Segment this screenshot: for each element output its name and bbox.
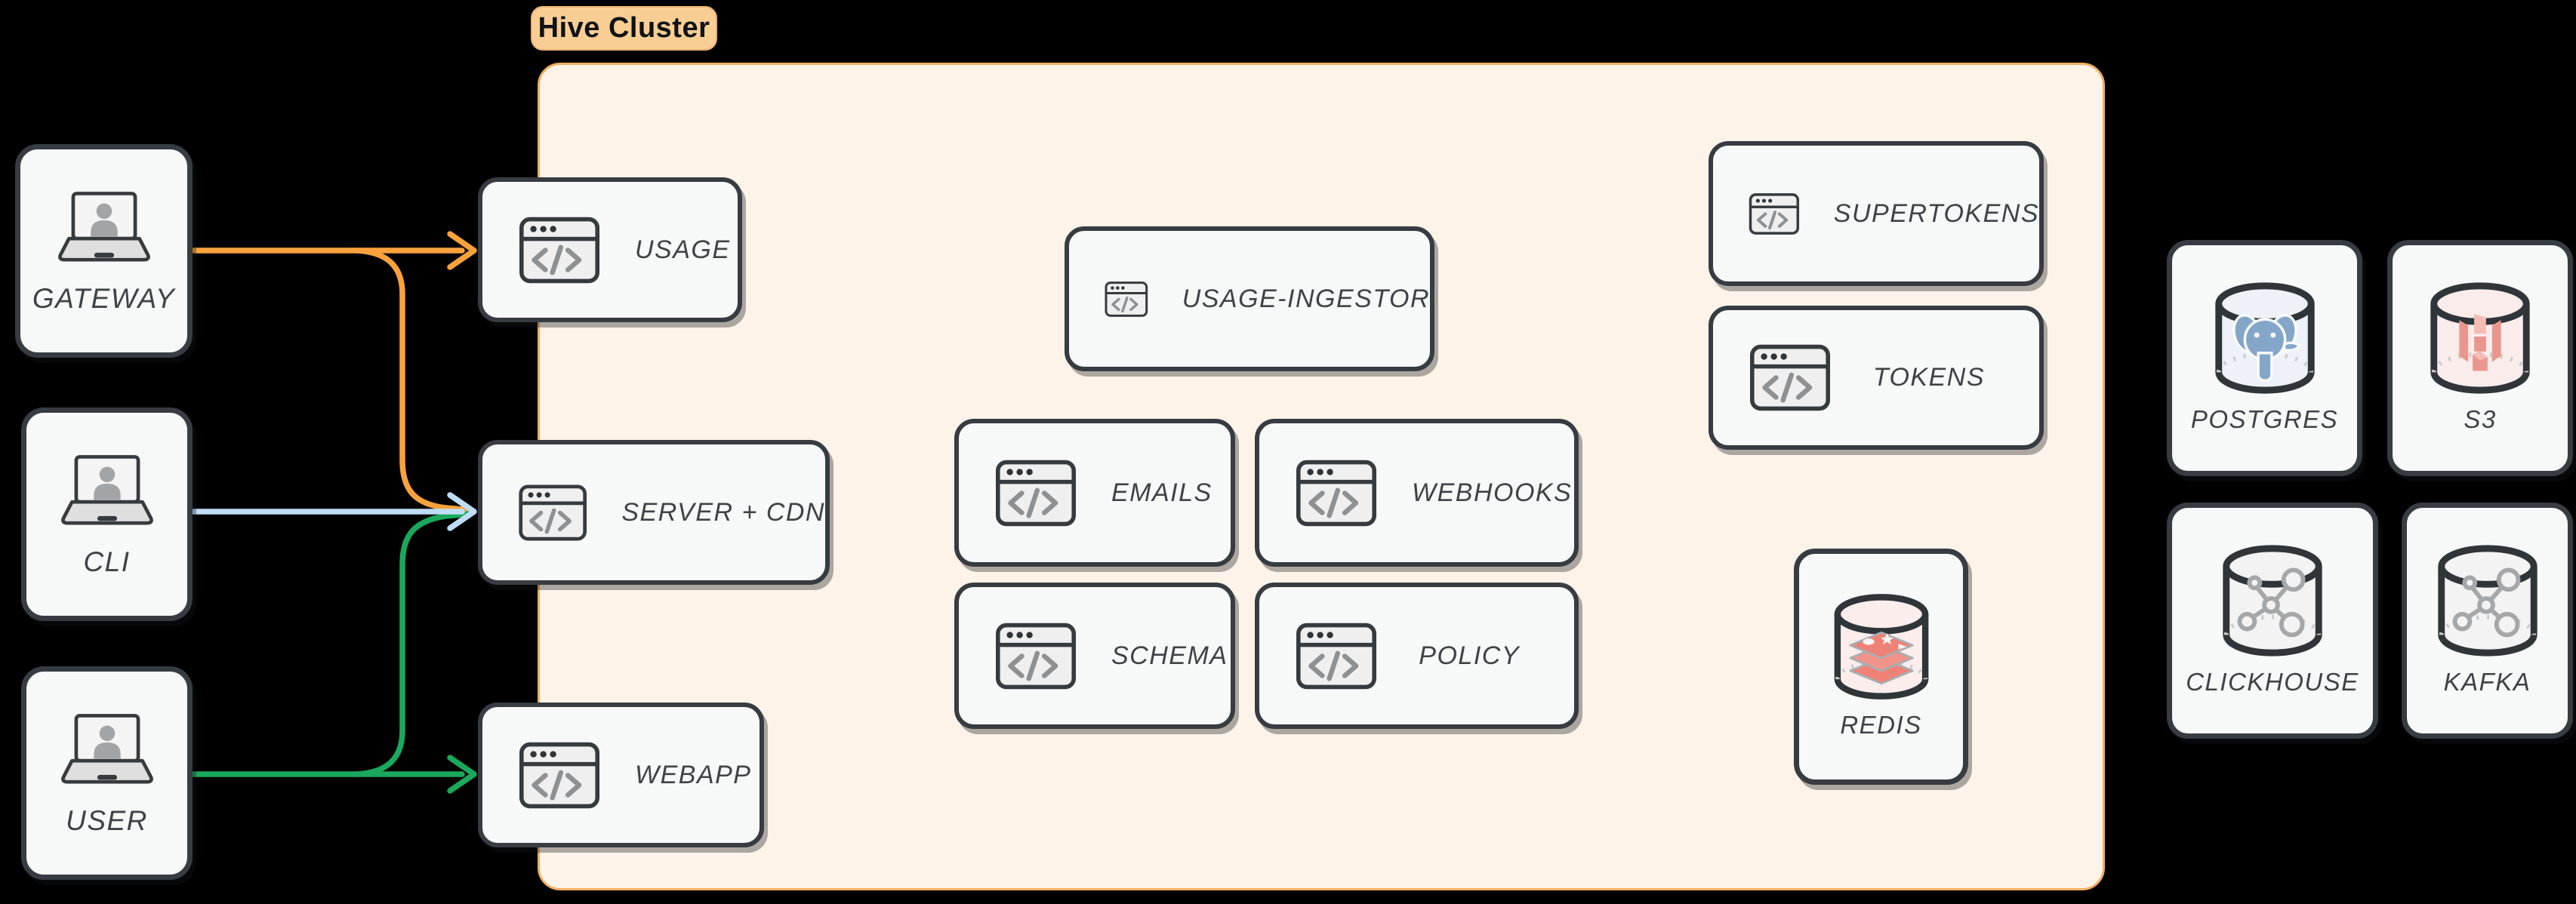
edge-cli-to-server-cdn <box>190 492 477 531</box>
node-webapp: WEBAPP <box>478 703 764 847</box>
hive-cluster-label: Hive Cluster <box>531 6 717 51</box>
code-window-icon <box>1748 179 1801 249</box>
code-window-icon <box>1104 264 1149 334</box>
node-usage-ingestor: USAGE-INGESTOR <box>1065 226 1434 371</box>
node-cli: CLI <box>21 407 193 621</box>
edge-gateway-to-server-cdn <box>353 248 474 513</box>
laptop-user-icon <box>51 710 164 795</box>
node-label: USER <box>66 804 148 836</box>
node-kafka: KAFKA <box>2402 503 2573 739</box>
node-usage: USAGE <box>478 177 742 322</box>
code-window-icon <box>994 458 1078 528</box>
node-label: SCHEMA <box>1111 641 1228 670</box>
node-server-cdn: SERVER + CDN <box>478 440 830 585</box>
redis-database-icon <box>1825 590 1938 703</box>
node-label: KAFKA <box>2443 667 2531 696</box>
kafka-database-icon <box>2428 541 2547 660</box>
node-tokens: TOKENS <box>1709 306 2044 450</box>
node-label: GATEWAY <box>32 282 176 314</box>
node-policy: POLICY <box>1255 583 1579 729</box>
node-label: POLICY <box>1419 641 1520 670</box>
node-label: SERVER + CDN <box>621 497 825 527</box>
node-redis: REDIS <box>1794 549 1968 785</box>
node-label: REDIS <box>1840 710 1922 739</box>
code-window-icon <box>1748 343 1832 413</box>
node-postgres: POSTGRES <box>2167 240 2362 476</box>
laptop-user-icon <box>51 451 164 536</box>
code-window-icon <box>1294 621 1379 691</box>
node-label: CLICKHOUSE <box>2186 667 2359 696</box>
node-s3: S3 <box>2387 240 2573 476</box>
node-label: WEBHOOKS <box>1412 478 1573 507</box>
node-label: POSTGRES <box>2190 404 2339 433</box>
node-webhooks: WEBHOOKS <box>1255 419 1579 567</box>
node-label: TOKENS <box>1872 363 1985 392</box>
s3-database-icon <box>2420 278 2540 398</box>
edge-user-to-webapp <box>190 755 477 794</box>
code-window-icon <box>1294 458 1379 528</box>
edge-user-to-server-cdn <box>353 511 473 777</box>
edge-gateway-to-usage <box>191 231 477 270</box>
node-gateway: GATEWAY <box>15 144 193 358</box>
node-supertokens: SUPERTOKENS <box>1709 141 2044 286</box>
code-window-icon <box>517 215 602 285</box>
node-label: USAGE <box>635 235 731 264</box>
node-label: EMAILS <box>1111 478 1213 507</box>
node-user: USER <box>21 666 193 880</box>
code-window-icon <box>517 478 588 548</box>
node-label: WEBAPP <box>635 760 752 789</box>
node-label: CLI <box>83 546 131 577</box>
clickhouse-database-icon <box>2213 541 2332 660</box>
node-emails: EMAILS <box>954 419 1235 567</box>
code-window-icon <box>517 740 602 810</box>
postgres-database-icon <box>2205 278 2325 398</box>
laptop-user-icon <box>48 188 161 272</box>
node-label: S3 <box>2464 404 2497 433</box>
node-label: SUPERTOKENS <box>1833 198 2039 228</box>
node-schema: SCHEMA <box>954 583 1235 729</box>
node-label: USAGE-INGESTOR <box>1182 284 1430 313</box>
code-window-icon <box>994 621 1078 691</box>
node-clickhouse: CLICKHOUSE <box>2167 503 2378 739</box>
